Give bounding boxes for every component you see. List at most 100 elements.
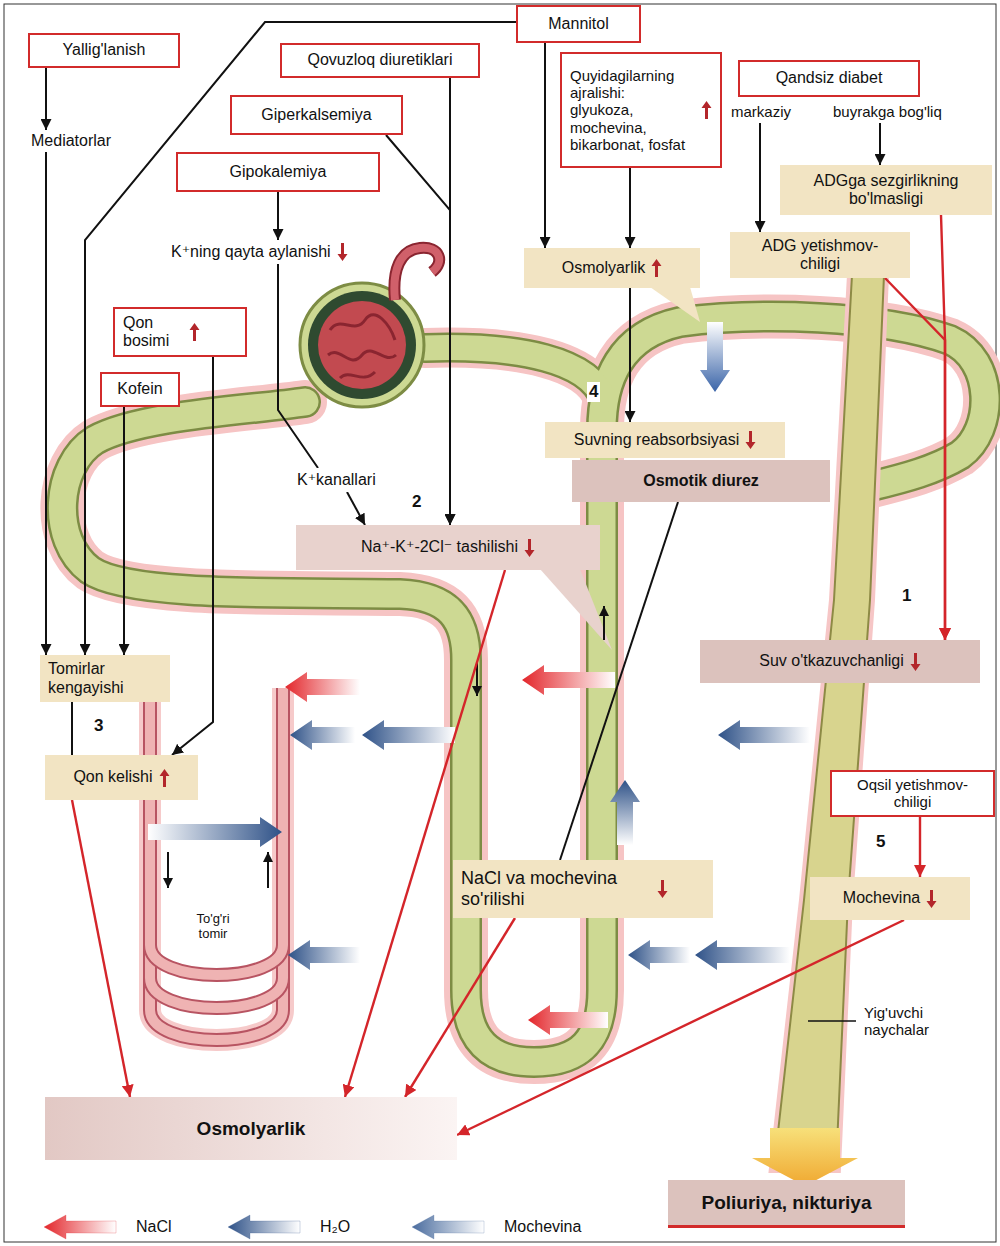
flow-arrow: [267, 852, 269, 888]
effect-box: Suvning reabsorbsiyasi: [545, 422, 785, 458]
arrow-glyph: [927, 890, 937, 908]
arteriole: [394, 248, 439, 300]
arrow-glyph: [746, 431, 756, 449]
connector: [919, 817, 921, 878]
node-text: Osmotik diurez: [643, 472, 759, 490]
cause-box: Mannitol: [516, 5, 641, 43]
nacl-arrow: [522, 665, 615, 695]
vasa-recta-loop: [150, 978, 283, 1008]
text-node: Mediatorlar: [28, 130, 114, 152]
effect-box: Tomirlar kengayishi: [40, 655, 170, 702]
callout-number: 4: [587, 382, 600, 402]
node-text: Suv o'tkazuvchanligi: [759, 652, 903, 670]
effect-box: Qon kelishi: [45, 755, 198, 800]
connector: [45, 152, 47, 655]
effect-box: Suv o'tkazuvchanligi: [700, 640, 980, 683]
legend-text: Mochevina: [504, 1218, 581, 1236]
flow-arrow: [167, 852, 169, 888]
connector: [277, 192, 279, 240]
node-text: Qon bosimi: [123, 314, 183, 351]
decrease-arrow: [524, 538, 535, 558]
part-label: To'g'ri tomir: [180, 912, 246, 942]
node-text: Mannitol: [548, 15, 608, 33]
node-text: Osmolyarlik: [562, 259, 646, 277]
effect-box: ADGga sezgirlikning bo'lmasligi: [780, 165, 992, 215]
node-text: Na⁺-K⁺-2Cl⁻ tashilishi: [361, 538, 518, 556]
cause-box: Qon bosimi: [113, 307, 247, 357]
connector: [544, 43, 546, 248]
node-text: NaCl va mochevina so'rilishi: [461, 868, 651, 909]
effect-box: Na⁺-K⁺-2Cl⁻ tashilishi: [296, 525, 600, 570]
cause-box: Giperkalsemiya: [230, 95, 403, 135]
connector: [71, 702, 73, 755]
urea-arrow: [288, 940, 360, 970]
arrow-glyph: [910, 653, 920, 671]
effect-box: Osmolyarlik: [524, 248, 700, 288]
connector: [629, 168, 631, 248]
increase-arrow: [701, 100, 712, 120]
connector: [759, 123, 761, 232]
legend-swatch: [226, 1214, 302, 1240]
effect-box: ADG yetishmov- chiligi: [730, 232, 910, 278]
connector: [879, 123, 881, 165]
glomerulus-capillary: [328, 315, 396, 378]
legend-item: H₂O: [226, 1214, 350, 1240]
connector: [386, 135, 450, 525]
water-arrow: [290, 720, 355, 750]
vessel-glow: [150, 688, 283, 1040]
flow-arrow: [603, 606, 605, 640]
urine-arrow: [752, 1128, 858, 1186]
arrow-glyph: [190, 323, 200, 341]
connector: [72, 800, 130, 1097]
arrow-glyph: [658, 880, 668, 898]
text-node: buyrakga bog'liq: [830, 101, 945, 123]
legend-item: NaCl: [42, 1214, 172, 1240]
connector: [347, 492, 365, 525]
increase-arrow: [159, 768, 170, 788]
node-text: ADGga sezgirlikning bo'lmasligi: [791, 172, 981, 209]
node-text: Osmolyarlik: [197, 1118, 306, 1140]
urea-arrow: [628, 940, 690, 970]
swatch-arrow: [228, 1215, 300, 1239]
text-node: K⁺ning qayta aylanishi: [168, 240, 351, 264]
vasa-recta-loop: [150, 945, 283, 975]
node-text: Quyidagilarning ajralishi: glyukoza, moc…: [570, 67, 686, 153]
decrease-arrow: [745, 430, 756, 450]
cause-box: Kofein: [100, 372, 180, 407]
arrow-glyph: [702, 101, 712, 119]
node-text: markaziy: [731, 103, 791, 120]
connector: [45, 68, 47, 130]
node-text: Qovuzloq diuretiklari: [308, 51, 453, 69]
callout-tail: [540, 569, 612, 650]
cause-box: Qovuzloq diuretiklari: [280, 43, 480, 78]
callout-number: 3: [92, 716, 105, 736]
water-arrow: [610, 780, 640, 845]
decrease-arrow: [337, 242, 348, 262]
connector: [941, 215, 945, 640]
nacl-arrow: [528, 1005, 608, 1035]
water-arrow: [700, 322, 730, 392]
node-text: Oqsil yetishmov- chiligi: [840, 776, 985, 811]
leader-line: [808, 1020, 856, 1022]
cause-box: Qandsiz diabet: [738, 60, 920, 97]
arrow-glyph: [652, 259, 662, 277]
swatch-arrow: [44, 1215, 116, 1239]
node-text: buyrakga bog'liq: [833, 103, 942, 120]
node-text: K⁺kanallari: [297, 471, 376, 489]
connector: [123, 407, 125, 655]
tubule: [425, 348, 604, 400]
water-arrow: [148, 817, 282, 847]
effect-box: Mochevina: [810, 877, 970, 920]
part-label: Yig'uvchi naychalar: [862, 1004, 958, 1039]
text-node: markaziy: [728, 101, 794, 123]
effect-box: NaCl va mochevina so'rilishi: [453, 860, 713, 918]
increase-arrow: [189, 322, 200, 342]
connector: [885, 278, 945, 640]
bowman-capsule: [308, 291, 416, 399]
legend-swatch: [410, 1214, 486, 1240]
tubule: [425, 348, 604, 400]
water-arrow: [362, 720, 455, 750]
legend-swatch: [42, 1214, 118, 1240]
bowman-capsule: [300, 283, 424, 407]
swatch-arrow: [412, 1215, 484, 1239]
